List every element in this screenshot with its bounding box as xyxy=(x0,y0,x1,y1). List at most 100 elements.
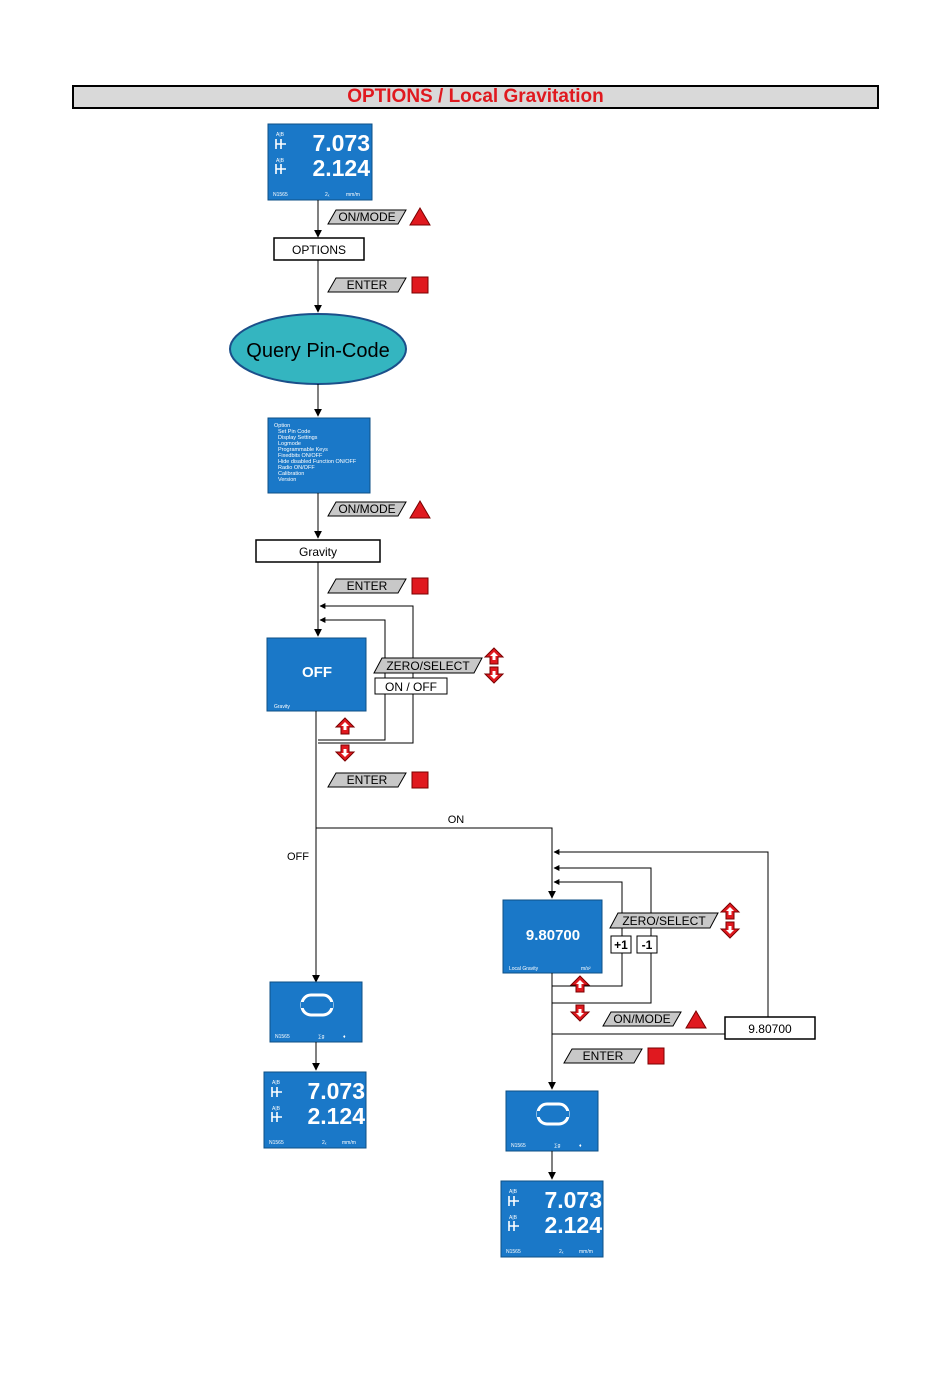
loop-arrow xyxy=(318,603,414,744)
up-triangle-icon xyxy=(685,1010,707,1029)
off-screen: OFF Gravity xyxy=(266,637,367,712)
display-screen-left-final: A|B 7.073 A|B 2.124 N1565 2ₓ mm/m xyxy=(263,1071,367,1149)
display-value-1: 7.073 xyxy=(312,130,370,156)
svg-text:N1565: N1565 xyxy=(506,1249,521,1255)
svg-text:♦: ♦ xyxy=(343,1034,346,1040)
on-branch-line xyxy=(316,827,556,899)
ref-label: A|B xyxy=(276,132,285,138)
svg-text:Display Settings: Display Settings xyxy=(278,435,318,441)
ref-label: A|B xyxy=(276,158,285,164)
svg-text:♦: ♦ xyxy=(579,1143,582,1149)
gravity-value-screen: 9.80700 Local Gravity m/s² xyxy=(502,899,603,974)
inclination-icon xyxy=(271,1112,282,1122)
stop-square-icon xyxy=(411,771,429,789)
svg-text:OPTIONS: OPTIONS xyxy=(292,243,346,257)
svg-text:A|B: A|B xyxy=(509,1189,518,1195)
svg-text:A|B: A|B xyxy=(509,1215,518,1221)
query-pin-ellipse: Query Pin-Code xyxy=(229,313,407,385)
enter-button[interactable]: ENTER xyxy=(327,277,407,293)
stop-square-icon xyxy=(411,276,429,294)
svg-text:Option: Option xyxy=(274,423,290,429)
svg-text:ZERO/SELECT: ZERO/SELECT xyxy=(622,914,706,928)
on-mode-button[interactable]: ON/MODE xyxy=(327,209,407,225)
svg-text:Radio ON/OFF: Radio ON/OFF xyxy=(278,465,315,471)
inclination-icon xyxy=(508,1221,519,1231)
zero-select-button[interactable]: ZERO/SELECT xyxy=(609,912,719,929)
svg-text:ENTER: ENTER xyxy=(583,1049,624,1063)
svg-text:Set Pin Code: Set Pin Code xyxy=(278,429,310,435)
on-mode-button[interactable]: ON/MODE xyxy=(327,501,407,517)
svg-text:N1565: N1565 xyxy=(269,1140,284,1146)
arrow-up-icon xyxy=(720,902,740,920)
svg-text:Gravity: Gravity xyxy=(299,545,337,559)
svg-text:A|B: A|B xyxy=(272,1080,281,1086)
svg-text:+1: +1 xyxy=(614,938,628,952)
svg-text:9.80700: 9.80700 xyxy=(748,1022,792,1036)
svg-text:mm/m: mm/m xyxy=(342,1140,356,1146)
gravity-value-box: 9.80700 xyxy=(724,1016,816,1040)
svg-text:Calibration: Calibration xyxy=(278,471,304,477)
on-off-box: ON / OFF xyxy=(374,677,448,695)
model-label: N1565 xyxy=(273,192,288,198)
svg-text:ZERO/SELECT: ZERO/SELECT xyxy=(386,659,470,673)
svg-text:N1565: N1565 xyxy=(511,1143,526,1149)
arrow-up-icon xyxy=(570,975,590,993)
svg-text:2ₓ: 2ₓ xyxy=(559,1249,564,1255)
on-label: ON xyxy=(448,814,465,826)
svg-text:∑g: ∑g xyxy=(318,1034,325,1040)
svg-text:Gravity: Gravity xyxy=(274,704,290,710)
svg-text:2.124: 2.124 xyxy=(544,1212,602,1238)
svg-text:OFF: OFF xyxy=(302,664,332,681)
svg-text:N1565: N1565 xyxy=(275,1034,290,1040)
arrow-up-icon xyxy=(335,717,355,735)
svg-text:mm/m: mm/m xyxy=(579,1249,593,1255)
enter-button[interactable]: ENTER xyxy=(563,1048,643,1064)
svg-text:Version: Version xyxy=(278,477,296,483)
enter-button[interactable]: ENTER xyxy=(327,578,407,594)
arrow-down-icon xyxy=(570,1004,590,1022)
svg-text:7.073: 7.073 xyxy=(307,1078,365,1104)
off-label: OFF xyxy=(287,851,309,863)
options-box: OPTIONS xyxy=(273,237,365,261)
minus-one-box: -1 xyxy=(636,935,658,954)
svg-text:9.80700: 9.80700 xyxy=(526,927,580,944)
up-triangle-icon xyxy=(409,207,431,226)
svg-text:Local Gravity: Local Gravity xyxy=(509,966,539,972)
unit-label: mm/m xyxy=(346,192,360,198)
gravity-box: Gravity xyxy=(255,539,381,563)
svg-text:Query Pin-Code: Query Pin-Code xyxy=(246,340,389,362)
plus-one-box: +1 xyxy=(610,935,632,954)
page-title: OPTIONS / Local Gravitation xyxy=(347,86,604,107)
inclination-icon xyxy=(271,1087,282,1097)
inclination-icon xyxy=(508,1196,519,1206)
svg-text:ON/MODE: ON/MODE xyxy=(613,1012,670,1026)
svg-text:2.124: 2.124 xyxy=(307,1103,365,1129)
svg-text:A|B: A|B xyxy=(272,1106,281,1112)
saving-screen-right: N1565 ∑g ♦ xyxy=(505,1090,599,1152)
display-screen-right-final: A|B 7.073 A|B 2.124 N1565 2ₓ mm/m xyxy=(500,1180,604,1258)
svg-text:ON/MODE: ON/MODE xyxy=(338,502,395,516)
svg-text:Fixedbits ON/OFF: Fixedbits ON/OFF xyxy=(278,453,323,459)
svg-text:∑g: ∑g xyxy=(554,1143,561,1149)
svg-text:Programmable Keys: Programmable Keys xyxy=(278,447,328,453)
arrow-up-icon xyxy=(484,647,504,665)
stop-square-icon xyxy=(647,1047,665,1065)
zero-select-button[interactable]: ZERO/SELECT xyxy=(373,657,483,674)
svg-text:ON / OFF: ON / OFF xyxy=(385,680,437,694)
svg-text:Hide disabled Function ON/OFF: Hide disabled Function ON/OFF xyxy=(278,459,357,465)
loop-arrow xyxy=(553,849,769,1017)
loop-arrow xyxy=(552,879,623,987)
display-value-2: 2.124 xyxy=(312,155,370,181)
on-mode-button[interactable]: ON/MODE xyxy=(602,1011,682,1027)
enter-button[interactable]: ENTER xyxy=(327,772,407,788)
inclination-icon xyxy=(275,164,286,174)
svg-text:7.073: 7.073 xyxy=(544,1187,602,1213)
svg-text:m/s²: m/s² xyxy=(581,966,591,972)
svg-text:Logmode: Logmode xyxy=(278,441,301,447)
sub-label: 2ₓ xyxy=(325,192,330,198)
display-screen-top: A|B 7.073 A|B 2.124 N1565 2ₓ mm/m xyxy=(267,123,373,201)
arrow-down-icon xyxy=(335,744,355,762)
stop-square-icon xyxy=(411,577,429,595)
options-menu-screen: Option Set Pin Code Display Settings Log… xyxy=(267,417,371,494)
